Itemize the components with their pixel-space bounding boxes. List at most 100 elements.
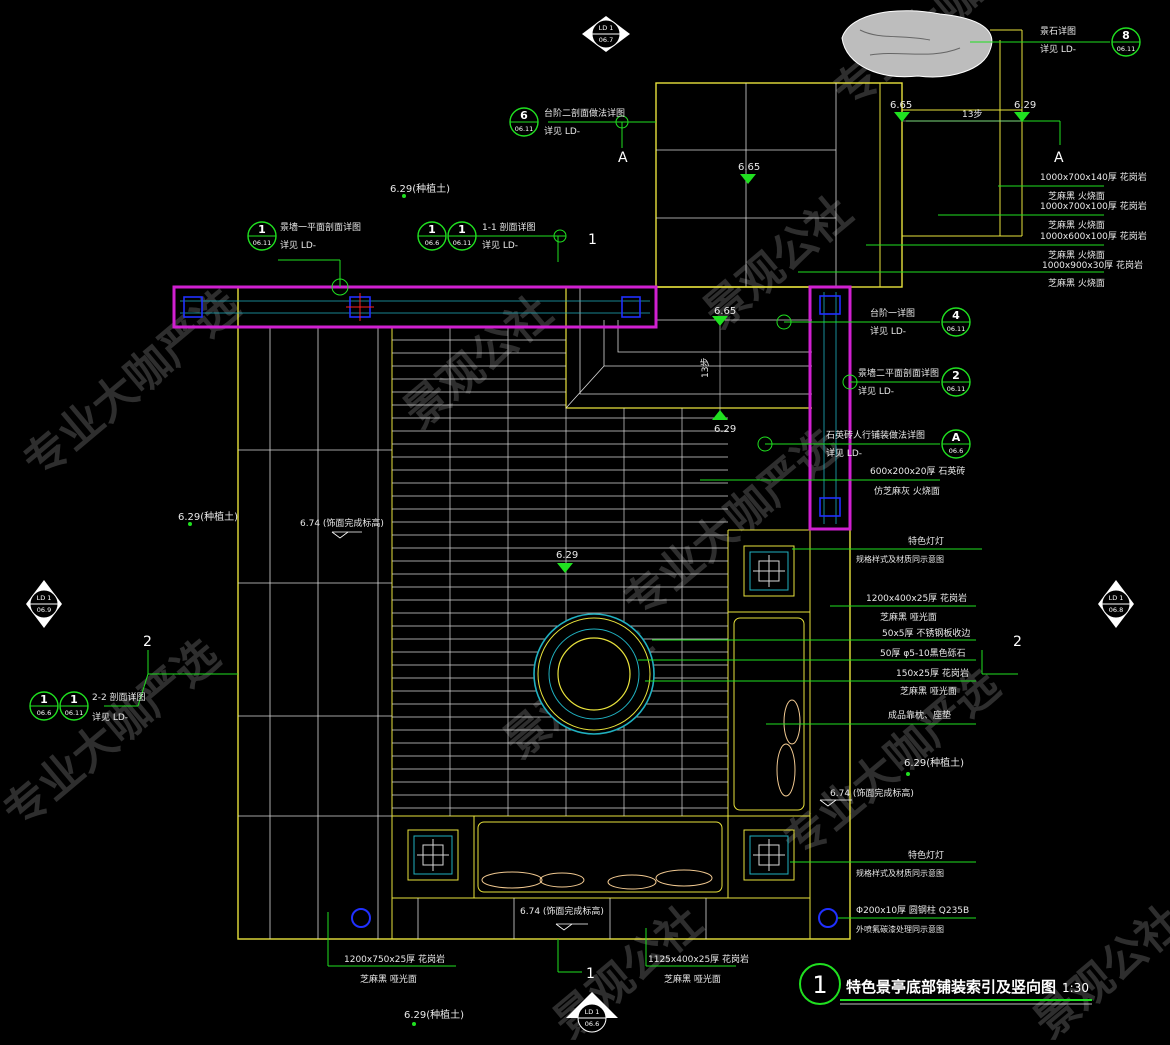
elevation-platform-right: 6.29 — [1014, 100, 1036, 111]
column-bottom-left — [351, 908, 371, 928]
ld-bottom-num: LD 1 — [585, 1008, 600, 1016]
step1-index-sheet: 06.11 — [947, 325, 966, 333]
rock-index-sheet: 06.11 — [1117, 45, 1136, 53]
elevation-platform-inner: 6.65 — [738, 162, 760, 173]
platform-step-dim: 13步 — [962, 109, 982, 120]
ld-top-num: LD 1 — [599, 24, 614, 32]
ld-right-num: LD 1 — [1109, 594, 1124, 602]
ld-tag-left: LD 1 06.9 — [26, 580, 62, 628]
index-tag-seat: A 06.6 — [941, 429, 971, 459]
section1-index-sheet-a: 06.6 — [425, 239, 439, 247]
elevation-markers-outline — [331, 531, 852, 931]
rock-callout-2: 详见 LD- — [1040, 43, 1076, 55]
section1-callout-1: 1-1 剖面详图 — [482, 221, 536, 233]
elevation-platform-top: 6.65 — [890, 100, 912, 111]
elevation-bottom-fill: 6.29(种植土) — [404, 1008, 464, 1021]
material-column-line1: Φ200x10厚 圆钢柱 Q235B — [856, 904, 969, 916]
ld-left-num: LD 1 — [37, 594, 52, 602]
material-lamp-bottom-line2: 规格样式及材质同示意图 — [856, 868, 944, 878]
material-cushion: 成品靠枕、座垫 — [888, 709, 951, 721]
rock-index-num: 8 — [1122, 29, 1130, 42]
material-bottom-left-line2: 芝麻黑 哑光面 — [360, 973, 417, 985]
beam-horizontal — [172, 285, 658, 329]
step1-index-num: 4 — [952, 309, 960, 322]
material-paving-line1: 600x200x20厚 石英砖 — [870, 465, 965, 477]
elevation-right-fill: 6.29(种植土) — [904, 756, 964, 769]
entrance-step-dim: 13步 — [700, 358, 711, 378]
wall2-index-sheet: 06.11 — [947, 385, 966, 393]
lamp-bottom-left — [407, 829, 459, 881]
section2-index-num-b: 1 — [70, 693, 78, 706]
material-platform-4-line2: 芝麻黑 火烧面 — [1048, 277, 1105, 289]
elevation-bottom-finish: 6.74 (饰面完成标高) — [520, 905, 604, 917]
column-bottom-right — [818, 908, 838, 928]
index-tag-section1: 1 06.6 1 06.11 — [417, 221, 477, 251]
ld-tag-top: LD 1 06.7 — [582, 16, 630, 52]
material-platform-1-line1: 1000x700x140厚 花岗岩 — [1040, 171, 1147, 183]
title-number: 1 — [812, 971, 827, 999]
section-mark-a-right: A — [1054, 150, 1064, 166]
wall2-index-num: 2 — [952, 369, 960, 382]
ld-tag-right: LD 1 06.8 — [1098, 580, 1134, 628]
seat-callout-1: 石英砖人行铺装做法详图 — [826, 429, 925, 441]
material-ring-150-line1: 150x25厚 花岗岩 — [896, 667, 969, 679]
material-lamp-bottom-line1: 特色灯灯 — [908, 849, 944, 861]
wall1-index-num: 1 — [258, 223, 266, 236]
index-tag-section2: 1 06.6 1 06.11 — [29, 691, 89, 721]
material-ring-50x5: 50x5厚 不锈钢板收边 — [882, 627, 970, 639]
section2-index-sheet-a: 06.6 — [37, 709, 51, 717]
material-lamp-top-line1: 特色灯灯 — [908, 535, 944, 547]
watermark-text: 专业大咖严选 — [14, 280, 249, 489]
elevation-entrance-bottom: 6.29 — [714, 424, 736, 435]
section1-callout-2: 详见 LD- — [482, 239, 518, 251]
material-border-line1: 1200x400x25厚 花岗岩 — [866, 592, 967, 604]
elevation-top-left-fill: 6.29(种植土) — [390, 182, 450, 195]
section-mark-a-left: A — [618, 150, 628, 166]
section1-index-num-b: 1 — [458, 223, 466, 236]
material-bottom-mid-line2: 芝麻黑 哑光面 — [664, 973, 721, 985]
material-platform-1-line2: 芝麻黑 火烧面 — [1048, 190, 1105, 202]
index-tag-wall1: 1 06.11 — [247, 221, 277, 251]
material-border-line2: 芝麻黑 哑光面 — [880, 611, 937, 623]
elevation-center: 6.29 — [556, 550, 578, 561]
step2-callout-2: 详见 LD- — [544, 125, 580, 137]
watermark-text: 专业大咖严选 — [614, 420, 849, 629]
material-bottom-left-line1: 1200x750x25厚 花岗岩 — [344, 953, 445, 965]
section-mark-1-bottom: 1 — [586, 966, 595, 982]
section2-callout-1: 2-2 剖面详图 — [92, 691, 146, 703]
material-platform-4-line1: 1000x900x30厚 花岗岩 — [1042, 259, 1143, 271]
drawing-title-block: 1 特色景亭底部铺装索引及竖向图 1:30 — [799, 963, 1092, 1005]
leader-lines — [104, 41, 1110, 973]
step2-index-num: 6 — [520, 109, 528, 122]
material-paving-line2: 仿芝麻灰 火烧面 — [874, 485, 940, 497]
elevation-left-finish: 6.74 (饰面完成标高) — [300, 517, 384, 529]
step1-callout-1: 台阶一详图 — [870, 307, 915, 319]
rock-callout-1: 景石详图 — [1040, 25, 1076, 37]
elevation-right-finish: 6.74 (饰面完成标高) — [830, 787, 914, 799]
material-bottom-mid-line1: 1125x400x25厚 花岗岩 — [648, 953, 749, 965]
step1-callout-2: 详见 LD- — [870, 325, 906, 337]
watermark-text: 景观公社 — [394, 286, 562, 438]
index-tag-wall2: 2 06.11 — [941, 367, 971, 397]
section2-index-sheet-b: 06.11 — [65, 709, 84, 717]
watermark-text: 景观公社 — [544, 896, 712, 1045]
lamp-top — [743, 545, 795, 597]
ld-tag-bottom: LD 1 06.6 — [566, 992, 618, 1033]
watermark-text: 景观公社 — [1024, 896, 1170, 1045]
ld-right-sheet: 06.8 — [1109, 606, 1123, 614]
step2-index-sheet: 06.11 — [515, 125, 534, 133]
section1-index-num-a: 1 — [428, 223, 436, 236]
wall1-callout-1: 景墙一平面剖面详图 — [280, 221, 361, 233]
ld-top-sheet: 06.7 — [599, 36, 613, 44]
section-mark-2-left: 2 — [143, 634, 152, 650]
seat-index-num: A — [952, 431, 961, 444]
title-scale: 1:30 — [1062, 981, 1089, 995]
section2-index-num-a: 1 — [40, 693, 48, 706]
material-ring-150-line2: 芝麻黑 哑光面 — [900, 685, 957, 697]
wall1-callout-2: 详见 LD- — [280, 239, 316, 251]
material-platform-2-line2: 芝麻黑 火烧面 — [1048, 219, 1105, 231]
section-mark-2-right: 2 — [1013, 634, 1022, 650]
landscape-rock — [841, 10, 993, 78]
section2-callout-2: 详见 LD- — [92, 711, 128, 723]
